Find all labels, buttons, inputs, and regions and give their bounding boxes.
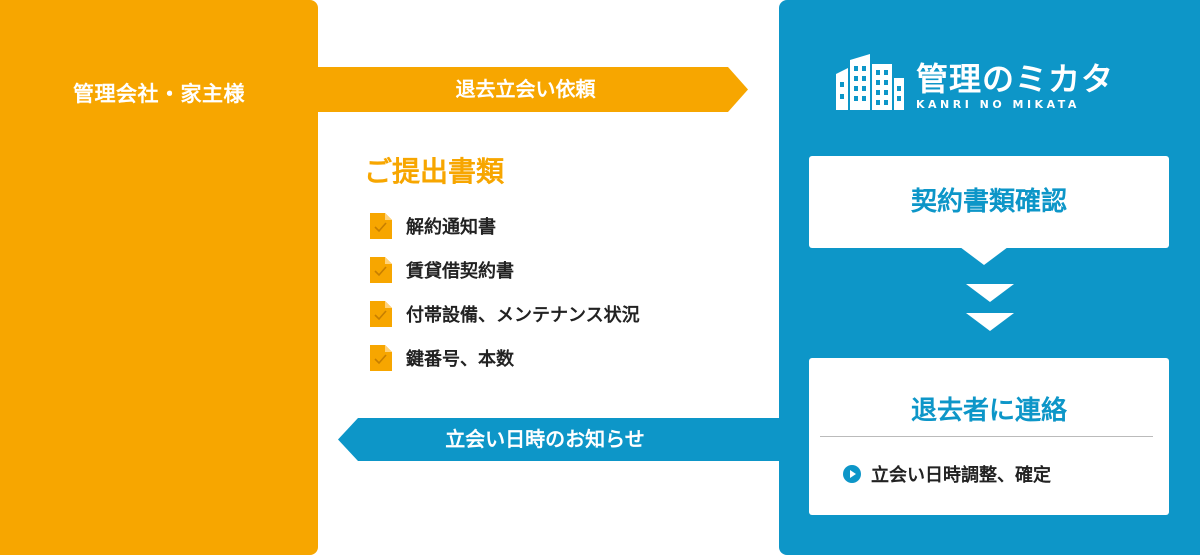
document-item: 鍵番号、本数 [370, 336, 640, 380]
card-pointer [960, 247, 1008, 265]
document-label: 鍵番号、本数 [406, 349, 514, 370]
document-check-icon [370, 345, 392, 371]
request-arrow-label: 退去立会い依頼 [455, 77, 596, 101]
client-title: 管理会社・家主様 [73, 82, 245, 106]
notice-arrow [338, 418, 780, 461]
step-detail: 立会い日時調整、確定 [843, 461, 1051, 487]
documents-list: 解約通知書 賃貸借契約書 付帯設備、メンテナンス状況 鍵番号、本数 [370, 204, 640, 380]
logo-name: 管理のミカタ [916, 60, 1115, 98]
request-arrow [318, 67, 748, 112]
documents-title: ご提出書類 [364, 155, 505, 188]
step-contract-check-title: 契約書類確認 [910, 187, 1067, 217]
card-divider [820, 436, 1153, 437]
logo-subtitle: KANRI NO MIKATA [916, 98, 1080, 111]
step-detail-label: 立会い日時調整、確定 [871, 465, 1051, 486]
chevron-down-icon [966, 313, 1014, 331]
step-contact-tenant-card: 退去者に連絡 立会い日時調整、確定 [809, 358, 1169, 515]
document-check-icon [370, 257, 392, 283]
document-check-icon [370, 301, 392, 327]
notice-arrow-label: 立会い日時のお知らせ [445, 427, 645, 451]
document-label: 解約通知書 [406, 217, 496, 238]
building-icon [836, 54, 904, 110]
step-contract-check-card: 契約書類確認 [809, 156, 1169, 248]
chevron-down-icon [966, 284, 1014, 302]
document-label: 付帯設備、メンテナンス状況 [406, 305, 640, 326]
client-panel [0, 0, 318, 555]
kanri-no-mikata-logo: 管理のミカタ KANRI NO MIKATA [834, 50, 1134, 116]
document-item: 付帯設備、メンテナンス状況 [370, 292, 640, 336]
document-item: 賃貸借契約書 [370, 248, 640, 292]
play-circle-icon [843, 465, 861, 483]
document-check-icon [370, 213, 392, 239]
step-contact-tenant-title: 退去者に連絡 [910, 396, 1067, 426]
document-item: 解約通知書 [370, 204, 640, 248]
document-label: 賃貸借契約書 [406, 261, 514, 282]
